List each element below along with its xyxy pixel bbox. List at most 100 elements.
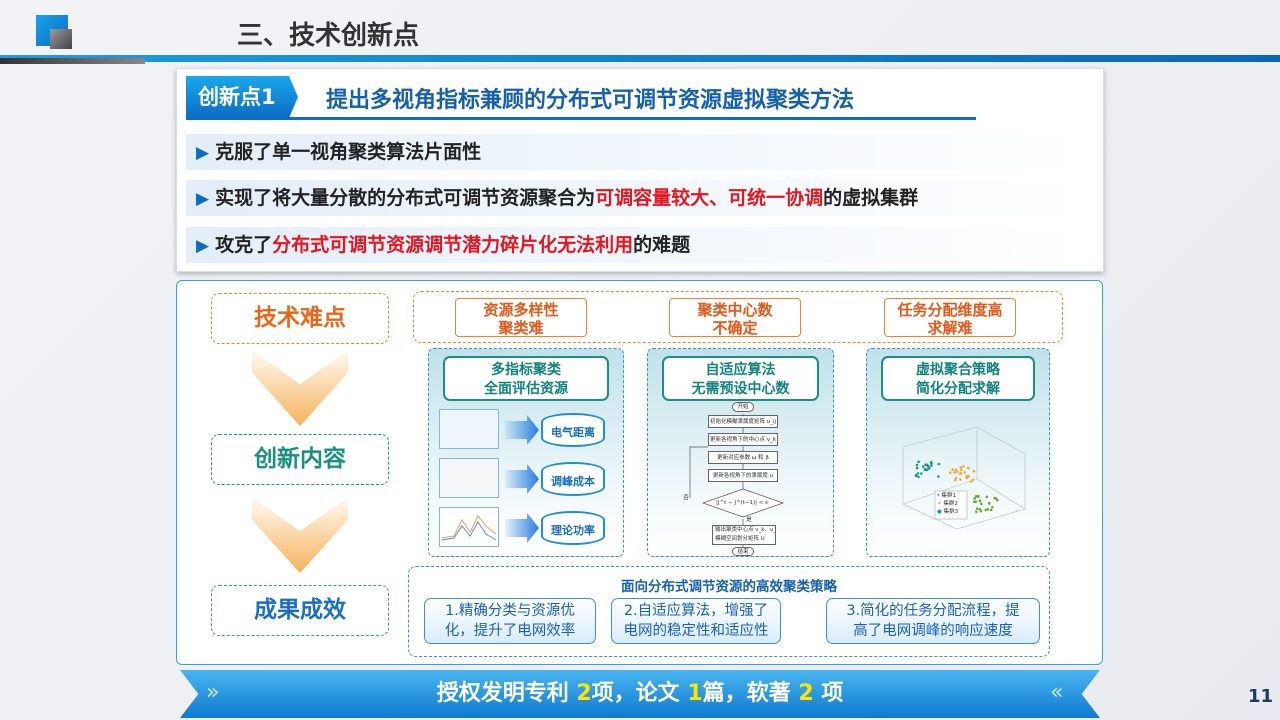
heading-underline <box>186 117 976 120</box>
scatter-point <box>978 499 982 503</box>
flow-step: 更新对应参数 ω 和 β <box>708 451 778 464</box>
scatter-point <box>987 502 991 505</box>
bullet-text: 实现了将大量分散的分布式可调节资源聚合为 <box>215 187 596 209</box>
scatter-point <box>973 497 976 500</box>
scatter-point <box>921 465 925 468</box>
triangle-bullet-icon: ▶ <box>196 143 210 163</box>
flow-start: 开始 <box>732 402 754 412</box>
flow-no-label: 否 <box>683 495 689 501</box>
panel-title: 虚拟聚合策略简化分配求解 <box>881 356 1035 401</box>
scatter-point <box>951 468 954 471</box>
scatter-point <box>979 502 983 506</box>
metric-theoretical-power: 理论功率 <box>541 511 605 545</box>
scatter-point <box>937 462 941 466</box>
page-title: 三、技术创新点 <box>237 21 420 51</box>
scatter-point <box>976 494 980 498</box>
header-divider-accent <box>0 58 145 64</box>
scatter-point <box>993 496 996 500</box>
panel-adaptive: 自适应算法无需预设中心数 开始 初始化模糊隶属度矩阵 u_ij 更新各视角下的中… <box>647 348 834 557</box>
scatter-point <box>930 464 933 467</box>
power-curve-chart <box>441 515 497 541</box>
panel-title: 自适应算法无需预设中心数 <box>662 356 819 401</box>
flow-step: 更新各视角下的隶属度 u <box>708 469 778 482</box>
scatter-point <box>991 505 994 509</box>
panel-aggregation: 虚拟聚合策略简化分配求解 ▾ 集群1 ✦ 集群2 ● 集群3 <box>866 348 1050 557</box>
scatter-point <box>967 474 970 478</box>
logo-square-gray <box>50 29 72 49</box>
scatter-point <box>979 510 983 513</box>
scatter-point <box>917 460 920 464</box>
scatter-3d-chart <box>902 426 1026 530</box>
page-number: 11 <box>1248 686 1274 707</box>
scatter-point <box>930 462 933 465</box>
chevron-right-icon: » <box>206 680 220 705</box>
scatter-point <box>917 475 920 479</box>
scatter-point <box>967 466 970 470</box>
arrow-right-icon <box>505 415 539 445</box>
scatter-point <box>970 480 973 483</box>
achievements-banner: 授权发明专利 2项，论文 1篇，软著 2 项 <box>180 670 1100 718</box>
scatter-point <box>984 508 988 512</box>
metric-peak-cost: 调峰成本 <box>541 462 605 496</box>
scatter-point <box>927 467 930 471</box>
bullet-item: ▶克服了单一视角聚类算法片面性 <box>186 134 1091 170</box>
panel-multi-index: 多指标聚类全面评估资源 电气距离 调峰成本 理论功率 <box>428 348 624 557</box>
scatter-point <box>937 475 940 478</box>
bullet-highlight: 分布式可调节资源调节潜力碎片化无法利用 <box>272 234 634 256</box>
scatter-point <box>986 507 990 511</box>
flow-end: 结束 <box>732 547 754 556</box>
power-curve-image <box>439 507 499 547</box>
result-box: 2.自适应算法，增强了电网的稳定性和适应性 <box>611 598 781 644</box>
bullet-item: ▶实现了将大量分散的分布式可调节资源聚合为可调容量较大、可统一协调的虚拟集群 <box>186 180 1091 216</box>
results-container <box>408 566 1050 657</box>
scatter-point <box>924 463 927 467</box>
scatter-point <box>959 471 963 475</box>
scatter-point <box>974 500 977 503</box>
bullet-text: 的难题 <box>633 234 691 256</box>
arrow-right-icon <box>505 464 539 494</box>
scatter-point <box>953 470 956 474</box>
stage-content: 创新内容 <box>211 434 389 485</box>
bullet-text: 攻克了 <box>215 234 273 256</box>
scatter-point <box>915 463 919 467</box>
scatter-point <box>989 508 993 512</box>
result-box: 3.简化的任务分配流程，提高了电网调峰的响应速度 <box>826 598 1040 644</box>
bullet-text: 的虚拟集群 <box>823 187 919 209</box>
scatter-point <box>954 476 958 480</box>
scatter-point <box>963 471 966 474</box>
chevron-left-icon: « <box>1050 680 1064 705</box>
triangle-bullet-icon: ▶ <box>196 236 210 256</box>
scatter-point <box>959 478 962 481</box>
scatter-legend: ▾ 集群1 ✦ 集群2 ● 集群3 <box>937 493 959 515</box>
scatter-point <box>959 468 963 472</box>
scatter-point <box>972 469 976 473</box>
problem-box: 资源多样性聚类难 <box>455 298 587 337</box>
scatter-point <box>916 472 920 475</box>
arrow-right-icon <box>505 513 539 543</box>
scatter-point <box>956 470 959 474</box>
scatter-point <box>926 464 930 468</box>
scatter-point <box>974 495 978 498</box>
bullet-text: 克服了单一视角聚类算法片面性 <box>215 141 482 163</box>
stage-difficulty: 技术难点 <box>211 293 389 344</box>
flow-step: 初始化模糊隶属度矩阵 u_ij <box>708 415 778 428</box>
header-divider <box>0 55 1280 62</box>
result-box: 1.精确分类与资源优化，提升了电网效率 <box>424 598 596 644</box>
scatter-point <box>985 495 989 499</box>
stage-result: 成果成效 <box>211 585 389 636</box>
bullet-highlight: 可调容量较大、可统一协调 <box>595 187 824 209</box>
scatter-point <box>959 466 963 469</box>
scatter-point <box>975 510 978 514</box>
scatter-point <box>923 468 927 472</box>
grid-scene-image <box>439 409 499 449</box>
innovation-tag: 创新点1 <box>186 76 298 118</box>
metric-electrical-distance: 电气距离 <box>541 413 605 447</box>
scatter-point <box>965 476 969 480</box>
scatter-point <box>920 472 923 475</box>
bullet-item: ▶攻克了分布式可调节资源调节潜力碎片化无法利用的难题 <box>186 227 1091 263</box>
scatter-point <box>996 498 999 502</box>
flow-step: 更新各视角下的中心点 v_k <box>708 433 778 446</box>
triangle-bullet-icon: ▶ <box>196 189 210 209</box>
scatter-point <box>915 466 919 470</box>
